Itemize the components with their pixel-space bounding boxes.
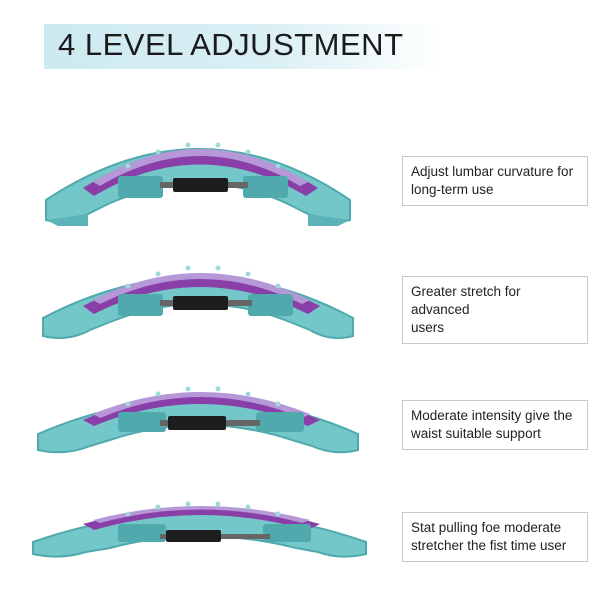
stretcher-level-1-image (28, 108, 373, 238)
stretcher-level-3-image (28, 362, 373, 467)
back-stretcher-icon (42, 265, 354, 339)
back-stretcher-icon (37, 386, 359, 454)
caption-level-3: Moderate intensity give the waist suitab… (402, 400, 588, 450)
caption-level-2: Greater stretch for advanced users (402, 276, 588, 344)
back-stretcher-icon (32, 501, 367, 558)
page-title: 4 LEVEL ADJUSTMENT (58, 27, 404, 62)
stretcher-level-4-image (28, 484, 373, 574)
back-stretcher-icon (45, 142, 351, 226)
stretcher-level-2-image (28, 236, 373, 351)
header-band (44, 24, 444, 69)
caption-level-4: Stat pulling foe moderate stretcher the … (402, 512, 588, 562)
caption-level-1: Adjust lumbar curvature for long-term us… (402, 156, 588, 206)
